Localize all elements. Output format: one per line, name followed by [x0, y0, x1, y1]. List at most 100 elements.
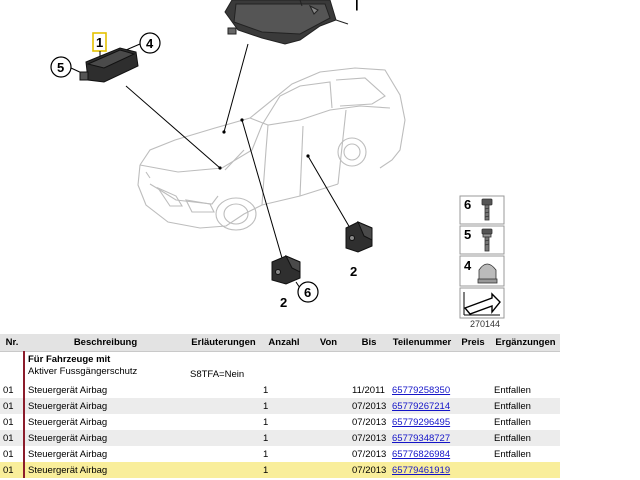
group-subtitle: Aktiver Fussgängerschutz [28, 366, 138, 377]
row-note: Entfallen [491, 414, 560, 430]
svg-text:5: 5 [57, 60, 64, 75]
car-outline [137, 67, 406, 231]
row-nr: 01 [0, 446, 24, 462]
parts-table: Nr. Beschreibung Erläuterungen Anzahl Vo… [0, 334, 560, 478]
legend-num-4: 4 [464, 258, 472, 273]
screw-icon [481, 228, 493, 252]
airbag-control-unit[interactable] [79, 47, 139, 83]
row-to: 07/2013 [349, 414, 389, 430]
svg-text:1: 1 [96, 35, 103, 50]
row-description: Steuergerät Airbag [23, 382, 187, 398]
row-nr: 01 [0, 414, 24, 430]
callout-2-right[interactable]: 2 [350, 264, 357, 279]
row-quantity: 1 [260, 382, 308, 398]
sensor-left[interactable] [271, 255, 301, 285]
table-header-row: Nr. Beschreibung Erläuterungen Anzahl Vo… [0, 334, 560, 352]
parts-diagram: | 1 4 5 [50, 0, 505, 329]
callout-4[interactable]: 4 [125, 32, 161, 54]
row-to: 07/2013 [349, 446, 389, 462]
row-description: Steuergerät Airbag [23, 398, 187, 414]
col-header-description[interactable]: Beschreibung [24, 334, 187, 352]
row-explanation [187, 398, 260, 414]
row-price [455, 414, 491, 430]
group-title: Für Fahrzeuge mit [28, 354, 111, 365]
row-nr: 01 [0, 382, 24, 398]
group-explanation: S8TFA=Nein [187, 351, 260, 382]
row-explanation [187, 446, 260, 462]
seat-mat-component[interactable] [224, 0, 349, 45]
row-to: 07/2013 [349, 430, 389, 446]
row-price [455, 430, 491, 446]
image-id: 270144 [470, 319, 500, 329]
row-note: Entfallen [491, 382, 560, 398]
part-number-link[interactable]: 65779267214 [392, 400, 451, 412]
row-from [308, 414, 349, 430]
row-note: Entfallen [491, 398, 560, 414]
legend-num-5: 5 [464, 227, 471, 242]
row-quantity: 1 [260, 446, 308, 462]
part-number-link[interactable]: 65779461919 [392, 464, 451, 476]
bolt-icon [481, 198, 493, 221]
svg-text:4: 4 [146, 36, 154, 51]
row-nr: 01 [0, 398, 24, 414]
row-from [308, 446, 349, 462]
leader-lines [125, 43, 351, 259]
part-number-link[interactable]: 65779258350 [392, 384, 451, 396]
part-number-link[interactable]: 65779348727 [392, 432, 451, 444]
row-from [308, 462, 349, 478]
row-explanation [187, 430, 260, 446]
col-header-notes[interactable]: Ergänzungen [491, 334, 560, 352]
row-nr: 01 [0, 430, 24, 446]
row-quantity: 1 [260, 430, 308, 446]
row-from [308, 430, 349, 446]
hardware-legend: 6 5 4 [459, 195, 505, 329]
part-number-link[interactable]: 65776826984 [392, 448, 451, 460]
row-quantity: 1 [260, 398, 308, 414]
col-header-quantity[interactable]: Anzahl [260, 334, 308, 352]
col-header-from[interactable]: Von [308, 334, 349, 352]
row-to: 07/2013 [349, 398, 389, 414]
row-quantity: 1 [260, 414, 308, 430]
col-header-explanation[interactable]: Erläuterungen [187, 334, 260, 352]
svg-text:|: | [355, 0, 359, 11]
callout-1[interactable]: 1 [92, 32, 107, 56]
callout-6[interactable]: 6 [295, 281, 319, 303]
row-from [308, 382, 349, 398]
row-to: 07/2013 [349, 462, 389, 478]
row-price [455, 398, 491, 414]
row-note: Entfallen [491, 446, 560, 462]
row-nr: 01 [0, 462, 24, 478]
row-explanation [187, 382, 260, 398]
callout-2-left[interactable]: 2 [280, 295, 287, 310]
col-header-nr[interactable]: Nr. [0, 334, 24, 352]
sensor-right[interactable] [345, 221, 373, 253]
row-note [491, 462, 560, 478]
col-header-price[interactable]: Preis [455, 334, 491, 352]
row-from [308, 398, 349, 414]
row-price [455, 382, 491, 398]
row-note: Entfallen [491, 430, 560, 446]
cap-nut-icon [477, 263, 498, 284]
callout-5[interactable]: 5 [50, 56, 85, 78]
row-explanation [187, 462, 260, 478]
group-header-row: Für Fahrzeuge mit Aktiver Fussgängerschu… [0, 351, 560, 382]
svg-text:6: 6 [304, 285, 311, 300]
row-description: Steuergerät Airbag [23, 430, 187, 446]
row-to: 11/2011 [349, 382, 389, 398]
row-description: Steuergerät Airbag [23, 462, 187, 478]
navigation-arrow-icon[interactable] [463, 292, 501, 316]
row-quantity: 1 [260, 462, 308, 478]
col-header-part-number[interactable]: Teilenummer [389, 334, 455, 352]
row-description: Steuergerät Airbag [23, 446, 187, 462]
row-description: Steuergerät Airbag [23, 414, 187, 430]
row-price [455, 446, 491, 462]
col-header-to[interactable]: Bis [349, 334, 389, 352]
row-price [455, 462, 491, 478]
part-number-link[interactable]: 65779296495 [392, 416, 451, 428]
